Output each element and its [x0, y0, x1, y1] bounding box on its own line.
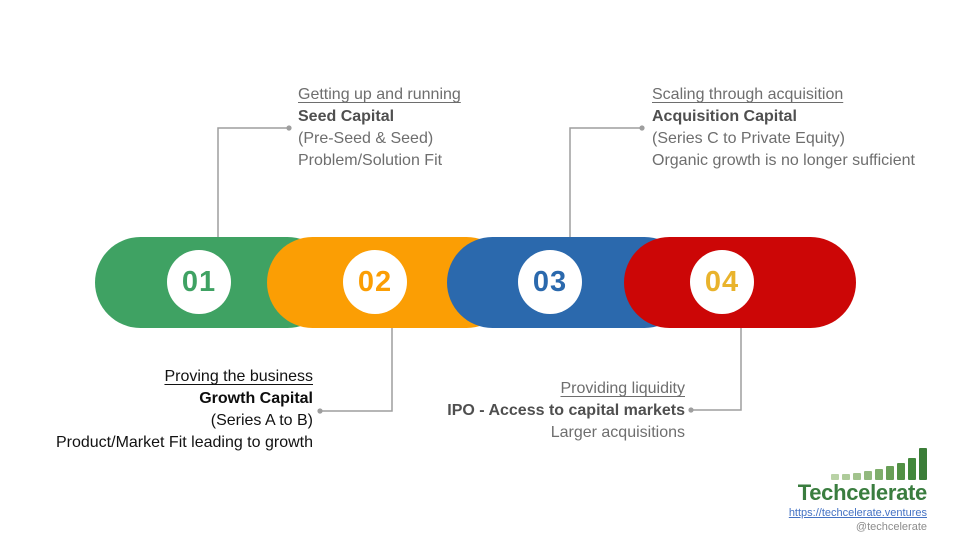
annotation-seed-capital: Getting up and running Seed Capital (Pre… — [298, 84, 461, 172]
annotation-subline: Problem/Solution Fit — [298, 152, 443, 169]
annotation-ipo: Providing liquidity IPO - Access to capi… — [385, 378, 685, 444]
connector-dot-stage4 — [688, 407, 694, 413]
connector-stage4 — [693, 318, 742, 411]
annotation-subline: (Series A to B) — [210, 412, 313, 429]
annotation-subline: (Pre-Seed & Seed) — [298, 130, 434, 147]
growth-bars-icon — [789, 448, 927, 480]
annotation-heading: Growth Capital — [199, 390, 313, 407]
annotation-subline: Larger acquisitions — [550, 424, 685, 441]
annotation-subline: Product/Market Fit leading to growth — [55, 434, 313, 451]
growth-bar — [875, 469, 883, 480]
brand-name: Techcelerate — [797, 480, 928, 505]
stage-number-badge-02: 02 — [343, 250, 407, 314]
connector-dot-stage3 — [639, 125, 645, 131]
growth-bar — [831, 474, 839, 480]
annotation-acquisition-capital: Scaling through acquisition Acquisition … — [652, 84, 915, 172]
annotation-title: Providing liquidity — [560, 380, 685, 397]
growth-bar — [886, 466, 894, 480]
connector-stage1 — [217, 127, 287, 248]
brand-social-handle: @techcelerate — [855, 521, 927, 533]
growth-bar — [842, 474, 850, 480]
stage-number-badge-01: 01 — [167, 250, 231, 314]
growth-bar — [864, 471, 872, 480]
growth-bar — [919, 448, 927, 480]
connector-stage2 — [322, 318, 393, 412]
annotation-title: Getting up and running — [298, 86, 461, 103]
stage-number-04: 04 — [704, 265, 740, 298]
annotation-title: Proving the business — [164, 368, 313, 385]
growth-bar — [853, 473, 861, 480]
growth-bar — [908, 458, 916, 480]
connector-stage3 — [569, 127, 640, 248]
stage-number-03: 03 — [532, 265, 568, 298]
annotation-heading: Acquisition Capital — [652, 108, 797, 125]
brand-url-link[interactable]: https://techcelerate.ventures — [788, 507, 927, 519]
annotation-subline: Organic growth is no longer sufficient — [652, 152, 915, 169]
stage-number-badge-04: 04 — [690, 250, 754, 314]
annotation-subline: (Series C to Private Equity) — [652, 130, 845, 147]
connector-dot-stage1 — [286, 125, 292, 131]
stage-number-01: 01 — [181, 265, 217, 298]
stage-number-badge-03: 03 — [518, 250, 582, 314]
growth-bar — [897, 463, 905, 480]
annotation-title: Scaling through acquisition — [652, 86, 844, 103]
annotation-heading: IPO - Access to capital markets — [447, 402, 685, 419]
stage-number-02: 02 — [357, 265, 393, 298]
brand-block: Techcelerate https://techcelerate.ventur… — [789, 448, 927, 534]
annotation-growth-capital: Proving the business Growth Capital (Ser… — [0, 366, 313, 454]
connector-dot-stage2 — [317, 408, 323, 414]
annotation-heading: Seed Capital — [298, 108, 395, 125]
